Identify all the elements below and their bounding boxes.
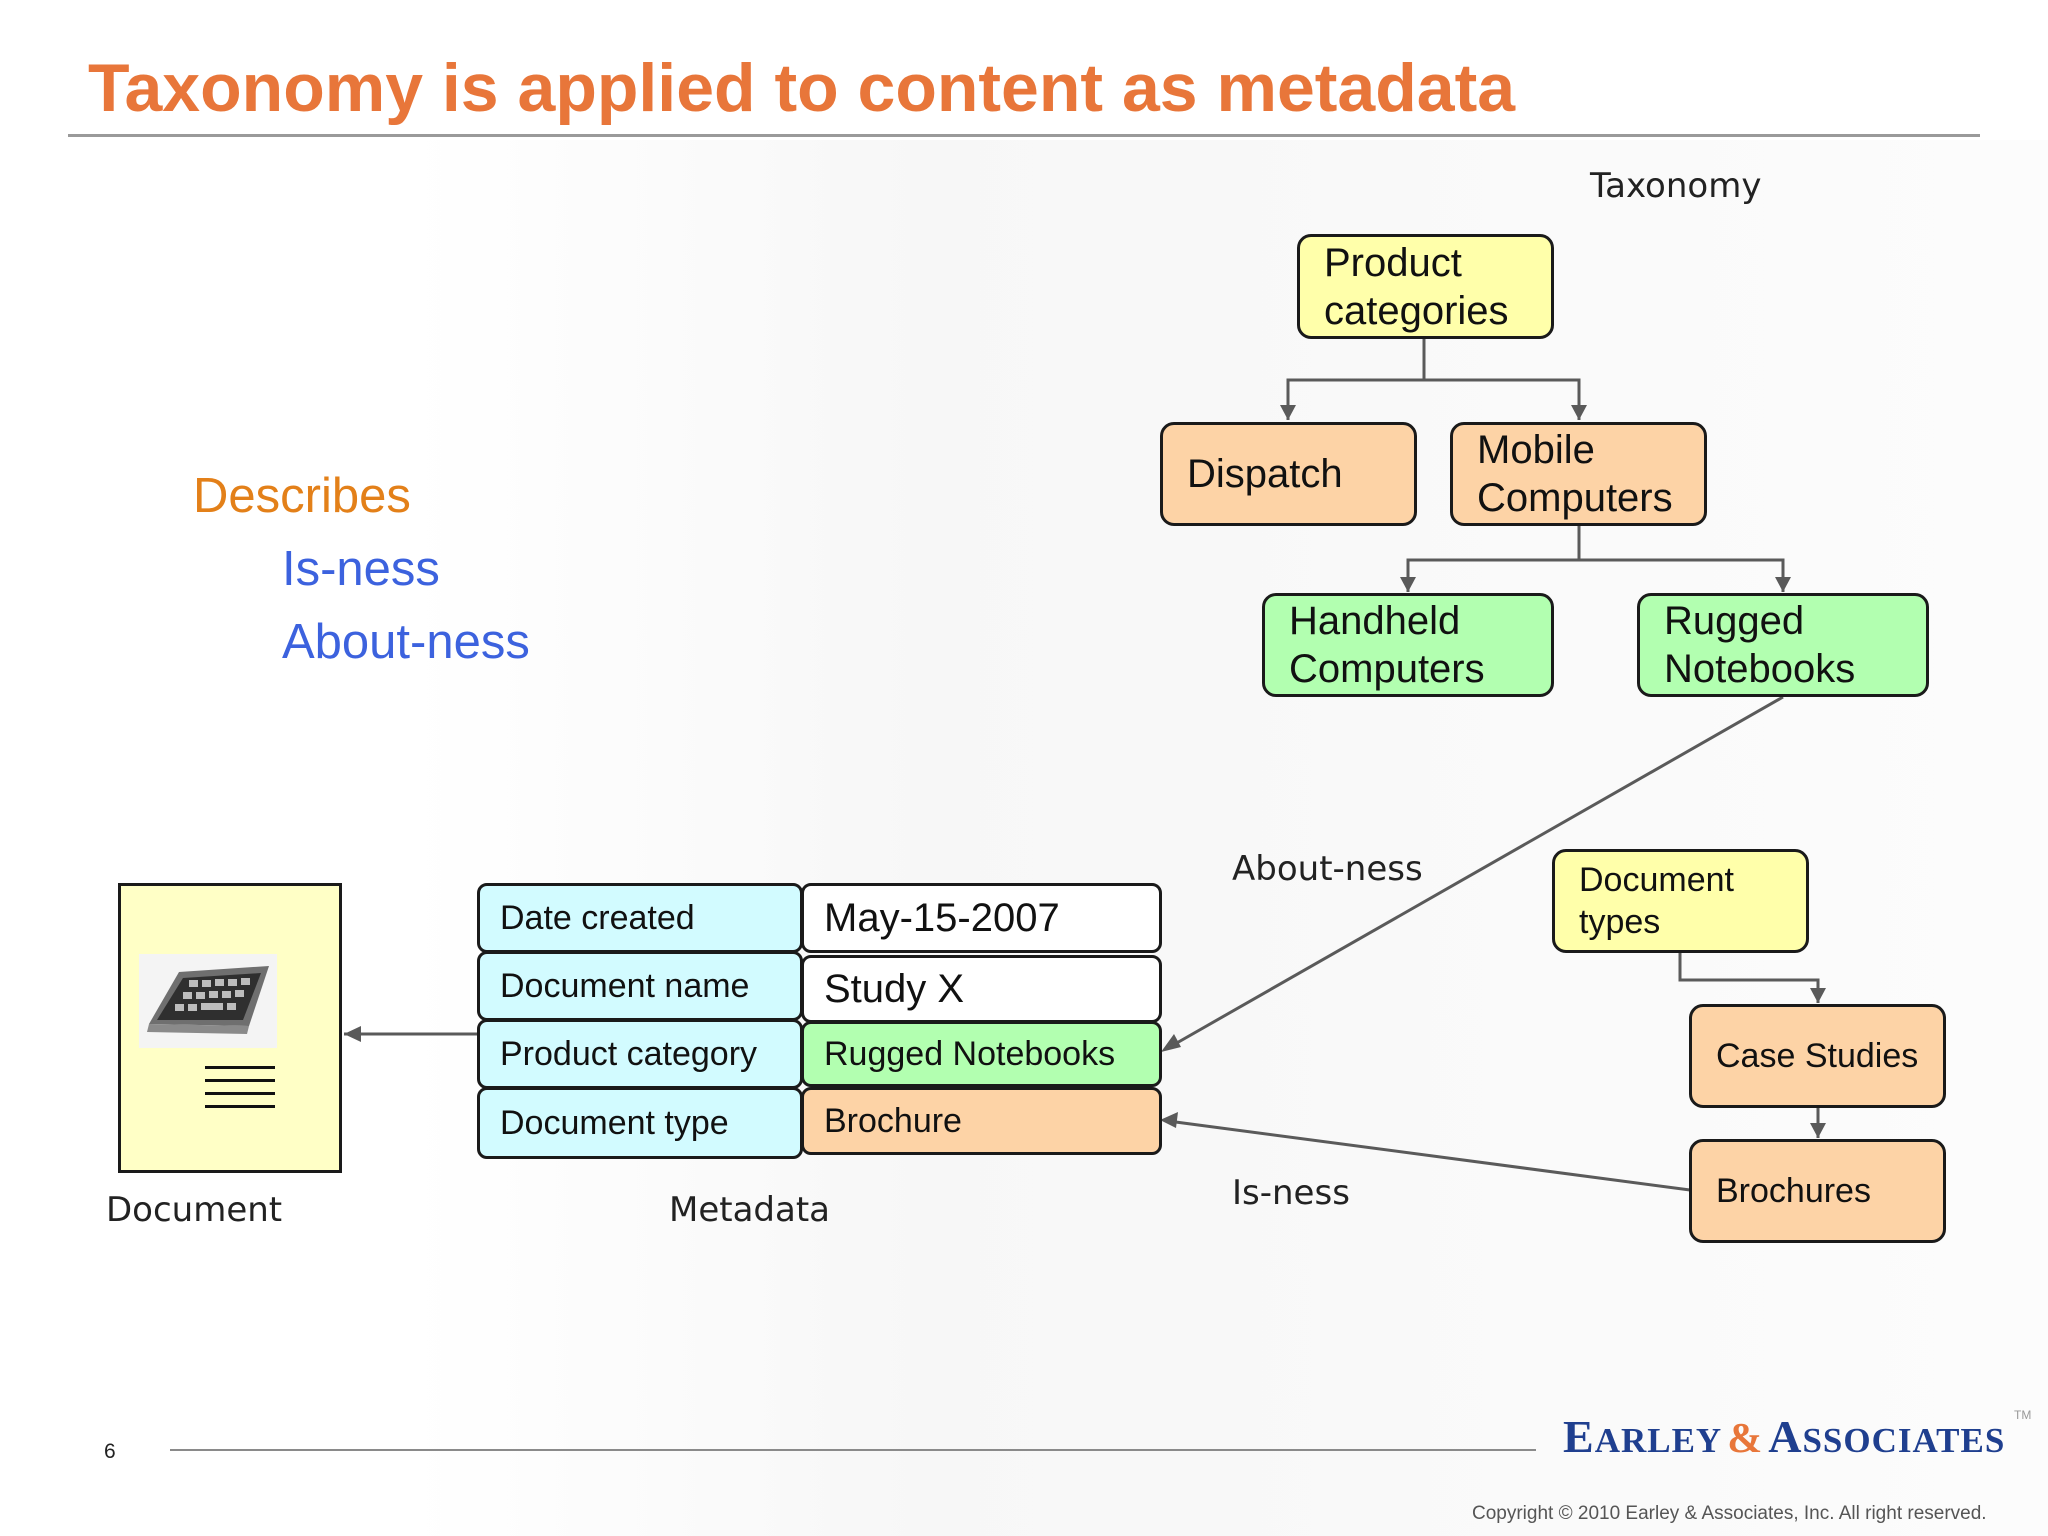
logo-letter-a: A [1768, 1411, 1803, 1462]
rugged-notebook-photo [139, 954, 277, 1048]
title-divider [68, 134, 1980, 137]
metadata-value-date-created: May-15-2007 [801, 883, 1162, 953]
metadata-key-date-created: Date created [477, 883, 803, 953]
label-about-ness: About-ness [1232, 849, 1423, 889]
node-case-studies: Case Studies [1689, 1004, 1946, 1108]
label-is-ness: Is-ness [1232, 1173, 1350, 1213]
logo-word-arley: ARLEY [1594, 1421, 1723, 1460]
bullet-describes: Describes [193, 469, 411, 523]
node-brochures-label: Brochures [1716, 1172, 1871, 1210]
node-product-categories-line-2: categories [1324, 288, 1509, 333]
document-icon [118, 883, 342, 1173]
node-product-categories-line-1: Product [1324, 240, 1462, 285]
slide-title: Taxonomy is applied to content as metada… [88, 50, 1516, 126]
document-text-lines [205, 1066, 275, 1118]
node-case-studies-label: Case Studies [1716, 1037, 1919, 1075]
footer-divider [170, 1449, 1536, 1451]
node-document-types-line-1: Document [1579, 861, 1734, 899]
label-document: Document [106, 1190, 283, 1230]
logo-word-ssociates: SSOCIATES [1802, 1421, 2006, 1460]
node-document-types-line-2: types [1579, 903, 1661, 941]
node-rugged-notebooks-line-1: Rugged [1664, 599, 1805, 643]
node-mobile-computers-line-2: Computers [1477, 476, 1673, 520]
logo-trademark: TM [2014, 1408, 2032, 1422]
copyright-notice: Copyright © 2010 Earley & Associates, In… [1472, 1503, 1987, 1524]
bullet-is-ness: Is-ness [282, 542, 440, 596]
node-mobile-computers-line-1: Mobile [1477, 428, 1595, 472]
node-dispatch-label: Dispatch [1187, 452, 1343, 496]
node-handheld-computers-line-1: Handheld [1289, 599, 1461, 643]
bullet-about-ness: About-ness [282, 615, 530, 669]
metadata-key-document-name: Document name [477, 951, 803, 1021]
logo-ampersand: & [1727, 1416, 1764, 1462]
node-handheld-computers-line-2: Computers [1289, 647, 1485, 691]
label-metadata: Metadata [669, 1190, 831, 1230]
earley-associates-logo: EARLEY & ASSOCIATES TM [1563, 1408, 2031, 1463]
metadata-value-product-category: Rugged Notebooks [801, 1021, 1162, 1087]
page-number: 6 [104, 1440, 116, 1463]
logo-letter-e: E [1563, 1411, 1595, 1462]
metadata-value-document-type: Brochure [801, 1087, 1162, 1155]
metadata-value-document-name: Study X [801, 955, 1162, 1023]
label-taxonomy: Taxonomy [1590, 166, 1762, 206]
metadata-key-document-type: Document type [477, 1087, 803, 1159]
node-dispatch: Dispatch [1160, 422, 1417, 526]
node-brochures: Brochures [1689, 1139, 1946, 1243]
node-rugged-notebooks-line-2: Notebooks [1664, 647, 1856, 691]
metadata-key-product-category: Product category [477, 1019, 803, 1089]
node-document-types: Document types [1552, 849, 1809, 953]
